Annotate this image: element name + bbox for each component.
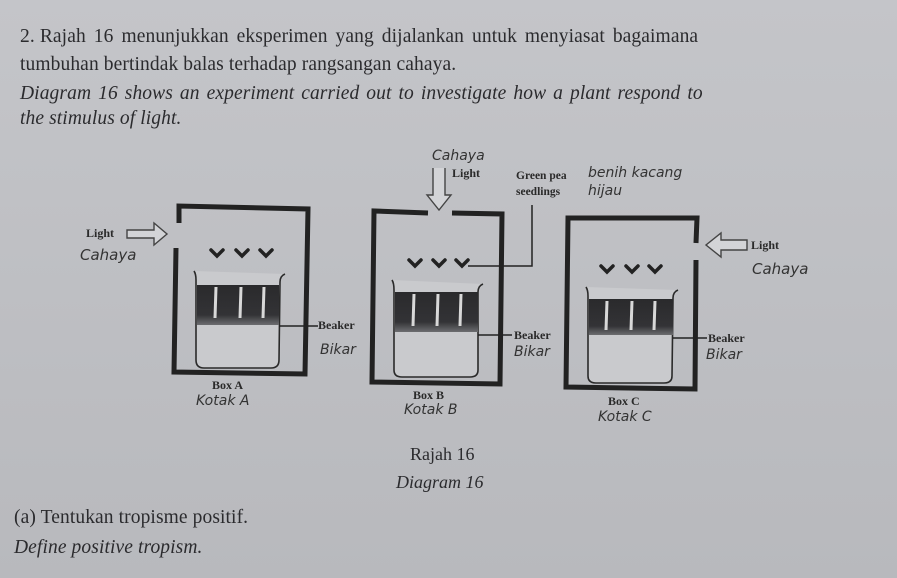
beaker-c <box>585 286 679 384</box>
box-a-label-en: Box A <box>212 378 244 392</box>
light-arrow-b <box>425 168 453 212</box>
diagram-caption-en: Diagram 16 <box>396 472 484 492</box>
box-a-light-label-ms: Cahaya <box>80 246 137 264</box>
beaker-b <box>391 279 484 378</box>
box-c-beaker-label-en: Beaker <box>708 331 745 345</box>
box-c-beaker-label-ms: Bikar <box>706 347 742 363</box>
box-c-light-label-en: Light <box>751 238 780 252</box>
light-arrow-a <box>126 221 169 247</box>
light-arrow-c <box>704 231 748 259</box>
part-a-english: Define positive tropism. <box>14 537 203 558</box>
beaker-a <box>193 270 286 369</box>
question-number: 2. <box>20 26 35 47</box>
box-b <box>369 168 533 387</box>
box-a-beaker-label-en: Beaker <box>318 318 355 332</box>
box-a-light-label-en: Light <box>86 226 115 240</box>
seedlings-a <box>209 248 274 259</box>
box-c <box>563 215 748 392</box>
box-b-beaker-label-ms: Bikar <box>514 344 550 360</box>
box-b-light-label-ms: Cahaya <box>432 148 485 164</box>
question-english-line-1: Diagram 16 shows an experiment carried o… <box>20 83 703 104</box>
box-c-light-label-ms: Cahaya <box>752 260 809 278</box>
box-b-light-label-en: Light <box>452 166 481 180</box>
box-a-label-ms: Kotak A <box>196 393 250 409</box>
box-b-beaker-label-en: Beaker <box>514 328 551 342</box>
box-b-label-ms: Kotak B <box>404 402 458 418</box>
diagram-caption-ms: Rajah 16 <box>410 444 475 464</box>
question-malay-line-2: tumbuhan bertindak balas terhadap rangsa… <box>20 54 457 75</box>
part-a-malay: (a) Tentukan tropisme positif. <box>14 507 249 528</box>
seedlings-b <box>407 258 470 269</box>
seedlings-label-en-2: seedlings <box>516 186 561 198</box>
question-english-line-2: the stimulus of light. <box>20 108 182 129</box>
box-c-label-ms: Kotak C <box>598 409 652 425</box>
seedlings-c <box>599 264 663 275</box>
seedlings-label-en-1: Green pea <box>516 170 567 182</box>
seedlings-label-ms-2: hijau <box>588 183 623 199</box>
box-a <box>126 203 318 377</box>
question-malay-text-1: Rajah 16 menunjukkan eksperimen yang dij… <box>39 26 699 47</box>
seedlings-label-ms-1: benih kacang <box>588 165 683 181</box>
question-malay-line-1: 2. Rajah 16 menunjukkan eksperimen yang … <box>20 26 698 48</box>
box-a-beaker-label-ms: Bikar <box>320 342 356 358</box>
box-b-label-en: Box B <box>413 388 445 402</box>
box-c-label-en: Box C <box>608 394 640 408</box>
